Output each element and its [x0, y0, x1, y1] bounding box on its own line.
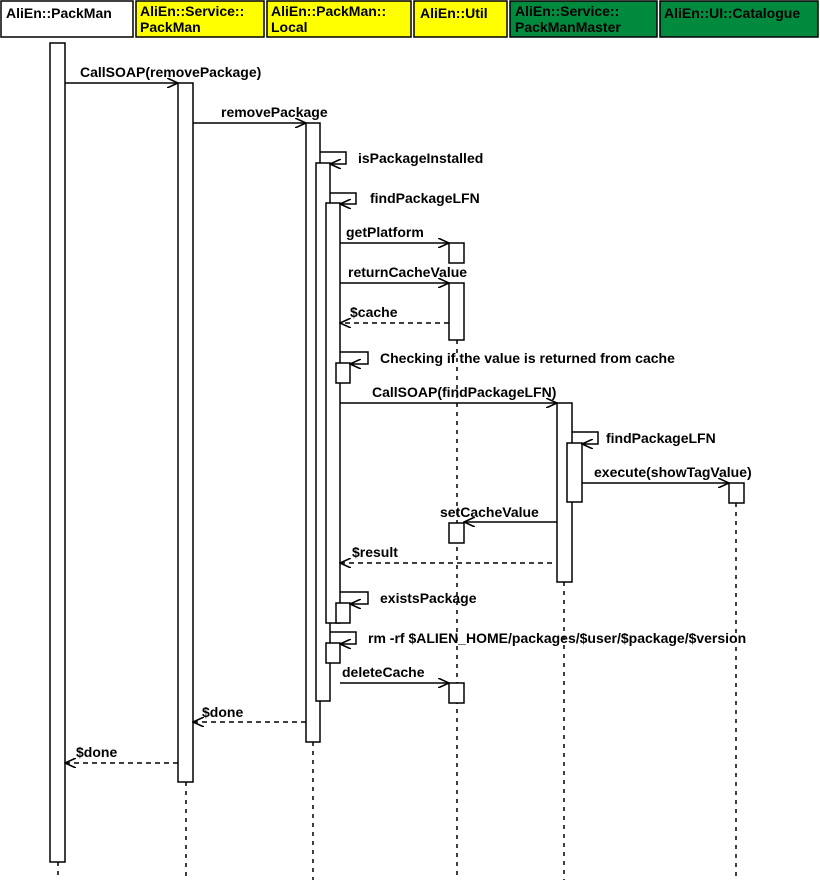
- activation-local-existspackage: [335, 602, 351, 624]
- message-label: rm -rf $ALIEN_HOME/packages/$user/$packa…: [368, 630, 746, 646]
- participant-box: [659, 0, 819, 38]
- participant-box: [0, 0, 134, 38]
- message-label: existsPackage: [380, 590, 477, 606]
- message-label: returnCacheValue: [348, 264, 467, 280]
- message-label: $done: [202, 704, 243, 720]
- participant-name: AliEn::Util: [420, 5, 488, 21]
- message-label: CallSOAP(removePackage): [80, 64, 261, 80]
- message-label: setCacheValue: [440, 504, 539, 520]
- self-message-arrow: [330, 192, 357, 204]
- message-label: isPackageInstalled: [358, 150, 483, 166]
- self-message-arrow: [320, 151, 347, 164]
- participant-packman: AliEn::PackMan: [0, 0, 134, 38]
- participant-name: AliEn::UI::Catalogue: [664, 5, 800, 21]
- activation-ui-catalogue: [728, 482, 745, 504]
- participant-name-line2: PackManMaster: [515, 19, 621, 35]
- self-message-arrow: [572, 431, 599, 444]
- participant-name-line2: PackMan: [140, 19, 201, 35]
- message-label: removePackage: [221, 104, 328, 120]
- activation-util-deletecache: [448, 682, 465, 704]
- participant-packmanmaster: AliEn::Service:: PackManMaster: [509, 0, 658, 38]
- activation-util-getplatform: [448, 242, 465, 264]
- participant-packman-local: AliEn::PackMan:: Local: [266, 0, 412, 38]
- message-label: $cache: [350, 304, 398, 320]
- activation-util-returncachevalue: [448, 282, 465, 341]
- participant-name-line1: AliEn::Service::: [140, 3, 244, 19]
- activation-packman: [49, 42, 66, 863]
- message-label: $result: [352, 544, 398, 560]
- participant-ui-catalogue: AliEn::UI::Catalogue: [659, 0, 819, 38]
- participant-box: [509, 0, 658, 38]
- participant-name-line1: AliEn::Service::: [515, 3, 619, 19]
- message-label: findPackageLFN: [606, 430, 716, 446]
- activation-local-findpackagelfn: [325, 202, 341, 624]
- activation-local-cache-check: [335, 362, 351, 384]
- self-message-arrow: [340, 351, 369, 364]
- message-label: $done: [76, 744, 117, 760]
- activation-service-packman: [177, 82, 194, 783]
- self-message-arrow: [340, 591, 369, 604]
- participant-util: AliEn::Util: [413, 0, 508, 38]
- activation-local-rm: [325, 642, 341, 664]
- participant-box: [266, 0, 412, 38]
- participant-name-line1: AliEn::PackMan::: [271, 3, 386, 19]
- message-label: execute(showTagValue): [594, 464, 752, 480]
- participant-name-line2: Local: [271, 19, 308, 35]
- participant-box: [135, 0, 265, 38]
- message-label: CallSOAP(findPackageLFN): [372, 384, 556, 400]
- participant-service-packman: AliEn::Service:: PackMan: [135, 0, 265, 38]
- message-label: getPlatform: [346, 224, 424, 240]
- participant-box: [413, 0, 508, 38]
- activation-packmanmaster-findpackagelfn: [566, 442, 583, 503]
- message-label: deleteCache: [342, 664, 425, 680]
- self-message-arrow: [330, 631, 357, 644]
- message-label: findPackageLFN: [370, 190, 480, 206]
- message-label: Checking if the value is returned from c…: [380, 350, 675, 366]
- participant-name: AliEn::PackMan: [6, 5, 112, 21]
- activation-util-setcachevalue: [448, 522, 465, 544]
